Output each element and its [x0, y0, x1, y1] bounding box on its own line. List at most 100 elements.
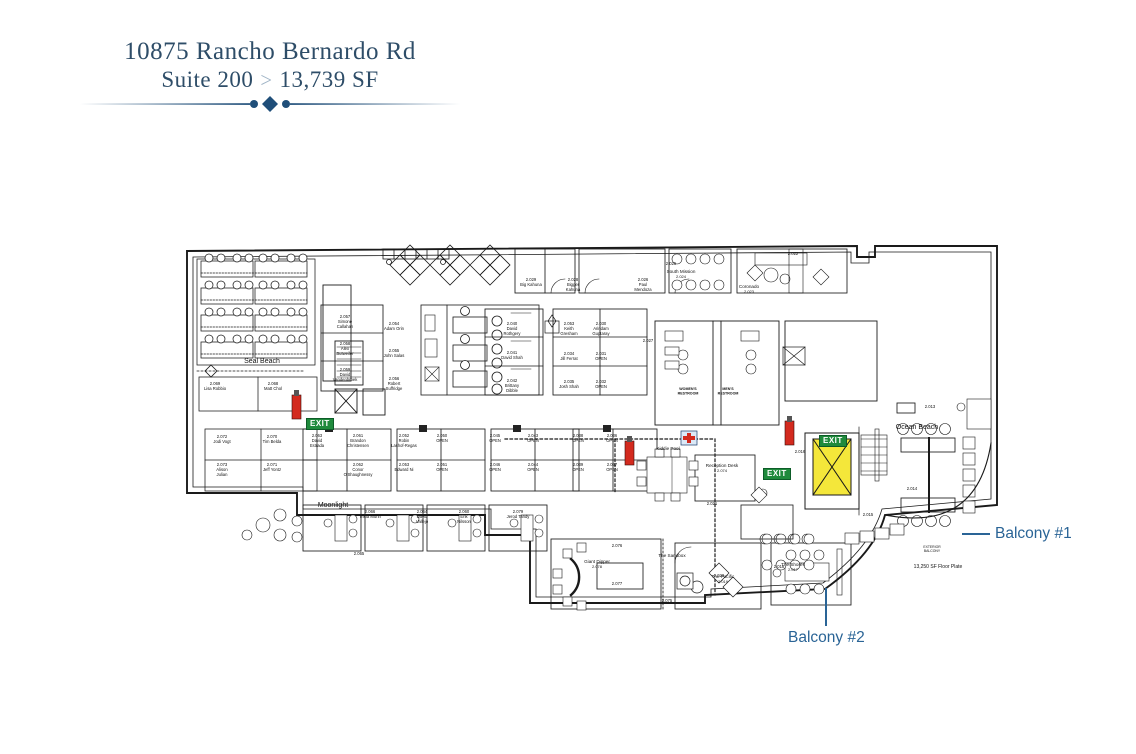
office-number: 2.054	[389, 321, 400, 326]
office-name: Tim Belda	[263, 439, 282, 444]
office-number: 2.030	[596, 321, 607, 326]
workstation-name: Conor	[352, 467, 364, 472]
office-number: 2.058	[340, 341, 351, 346]
office-number: 2.064	[417, 509, 428, 514]
title-separator: >	[260, 70, 273, 92]
room-number: 2.020	[714, 573, 725, 578]
exterior-balcony-note: EXTERIOR	[923, 545, 941, 549]
office-number: 2.068	[268, 381, 279, 386]
workstation-name: Robin	[399, 438, 410, 443]
restroom-label: RESTROOM	[718, 391, 739, 395]
first-aid-icon	[680, 430, 698, 446]
office-name: David Shah	[501, 355, 523, 360]
office-name: Keith	[564, 326, 574, 331]
floor-plate-note: 13,250 SF Floor Plate	[914, 564, 963, 570]
office-name: OPEN	[595, 384, 607, 389]
room-number: 2.074	[717, 468, 728, 473]
office-name: Julian	[217, 472, 229, 477]
office-name: Rothgery	[504, 331, 522, 336]
office-number: 2.035	[564, 379, 575, 384]
office-name: Tricia Munn	[359, 514, 381, 519]
office-name: Jill Ferrat	[560, 356, 578, 361]
office-name: Jeff Yontz	[263, 467, 281, 472]
office-name: John Salas	[384, 353, 405, 358]
workstation-number: 2.036	[607, 433, 618, 438]
workstation-name: OPEN	[489, 438, 501, 443]
room-number: 2.021	[707, 501, 718, 506]
room-label: Coronado	[739, 284, 760, 289]
office-number: 2.069	[210, 381, 221, 386]
office-number: 2.055	[389, 348, 400, 353]
room-number: 2.013	[925, 404, 936, 409]
page-title: 10875 Rancho Bernardo Rd Suite 200>13,73…	[60, 38, 480, 93]
room-label: Giant Dipper	[584, 559, 610, 564]
workstation-name: OPEN	[527, 467, 539, 472]
restroom-label: MEN'S	[722, 387, 734, 391]
office-number: 2.040	[507, 321, 518, 326]
room-number: 2.022	[788, 251, 799, 256]
room-number: 2.077	[612, 581, 623, 586]
office-name: Vallejo	[416, 519, 429, 524]
room-number: 2.015	[863, 512, 874, 517]
room-label: South Mission	[667, 269, 696, 274]
workstation-number: 2.050	[437, 433, 448, 438]
zone-label-seal-beach: Seal Beach	[244, 358, 280, 365]
workstation-name: Christensen	[347, 443, 370, 448]
office-name: Bigger	[567, 282, 580, 287]
office-name: Mendoza	[634, 287, 652, 292]
balcony-1-leader-line	[962, 533, 990, 535]
room-label: Reception Desk	[706, 463, 739, 468]
workstation-name: OPEN	[436, 438, 448, 443]
room-number: 2.023	[744, 289, 755, 294]
office-name: Kahuna	[566, 287, 581, 292]
workstation-number: 2.062	[353, 462, 364, 467]
workstation-number: 2.063	[312, 433, 323, 438]
room-number: 2.018	[774, 564, 785, 569]
title-suite-line: Suite 200>13,739 SF	[60, 66, 480, 93]
workstation-number: 2.038	[573, 433, 584, 438]
office-name: Jerod Tandy	[507, 514, 531, 519]
office-name: Simone	[338, 319, 353, 324]
workstation-name: OPEN	[572, 467, 584, 472]
office-number: 2.056	[389, 376, 400, 381]
office-name: Big Kahuna	[520, 282, 542, 287]
office-number: 2.028	[568, 277, 579, 282]
office-number: 2.072	[217, 434, 228, 439]
workstation-name: Brandon	[350, 438, 366, 443]
exit-sign-3: EXIT	[819, 435, 847, 447]
workstation-name: Estrada	[310, 443, 325, 448]
office-number: 2.057	[340, 314, 351, 319]
zone-label-moonlight: Moonlight	[318, 502, 348, 509]
exit-sign-1: EXIT	[306, 418, 334, 430]
office-number: 2.070	[267, 434, 278, 439]
office-name: Robert	[388, 381, 401, 386]
room-number: 2.017	[788, 567, 799, 572]
room-number: 2.027	[643, 338, 654, 343]
workstation-name: David	[312, 438, 323, 443]
workstation-number: 2.045	[490, 433, 501, 438]
title-area: 13,739 SF	[279, 67, 379, 92]
office-name: Lisa Robbio	[204, 386, 227, 391]
office-number: 2.066	[365, 509, 376, 514]
workstation-number: 2.046	[490, 462, 501, 467]
office-name: OPEN	[595, 356, 607, 361]
office-number: 2.053	[564, 321, 575, 326]
workstation-name: OPEN	[606, 467, 618, 472]
office-name: Callahan	[337, 324, 354, 329]
office-name: Erik	[460, 514, 468, 519]
workstation-name: OPEN	[489, 467, 501, 472]
office-number: 2.032	[596, 379, 607, 384]
office-number: 2.041	[507, 350, 518, 355]
office-number: 2.034	[564, 351, 575, 356]
restroom-label: RESTROOM	[678, 391, 699, 395]
office-name: Brittany	[505, 383, 520, 388]
office-name: Alison	[216, 467, 228, 472]
office-name: David	[507, 326, 518, 331]
workstation-name: Lashof-Regas	[391, 443, 417, 448]
workstation-number: 2.044	[528, 462, 539, 467]
office-name: Paul	[639, 282, 647, 287]
room-number: 2.065	[354, 551, 365, 556]
room-label: The Shores	[781, 562, 805, 567]
